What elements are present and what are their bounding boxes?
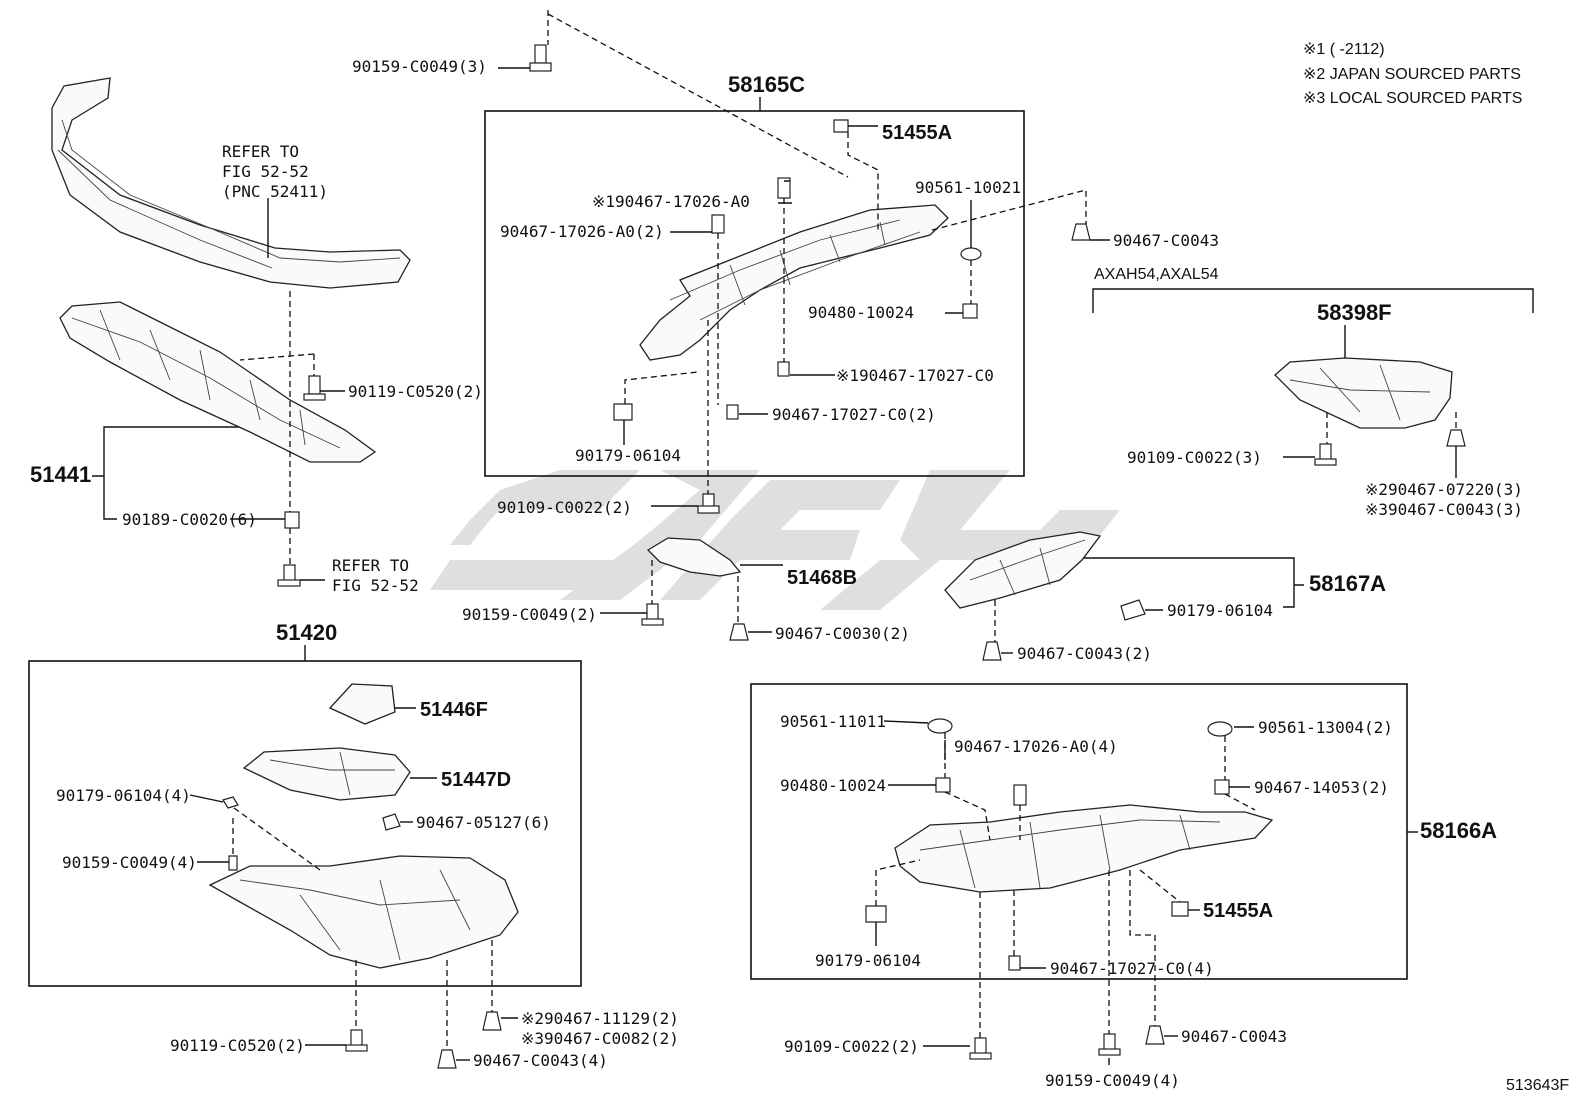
label-90467-05127: 90467-05127(6): [416, 813, 551, 832]
fasteners: [222, 44, 1466, 1069]
diagram-id: 513643F: [1506, 1077, 1569, 1094]
label-90561-13004: 90561-13004(2): [1258, 718, 1393, 737]
part-58165C-illustration: [639, 204, 949, 361]
variant-label: AXAH54,AXAL54: [1094, 266, 1219, 283]
label-90467-A0-2: 90467-17026-A0(2): [500, 222, 664, 241]
label-90480-10024-b: 90480-10024: [780, 776, 886, 795]
group-label-51441: 51441: [30, 462, 91, 487]
note-3: ※3 LOCAL SOURCED PARTS: [1303, 90, 1522, 107]
label-90467-C0-4: 90467-17027-C0(4): [1050, 959, 1214, 978]
group-box-58165C: [484, 110, 1025, 477]
label-90119-a: 90119-C0520(2): [348, 382, 483, 401]
part-51441-illustration: [59, 301, 377, 463]
label-refer-a: REFER TO: [222, 142, 299, 161]
label-90467-C0043-4: 90467-C0043(4): [473, 1051, 608, 1070]
leader-lines: [189, 10, 1457, 1065]
label-90119-b: 90119-C0520(2): [170, 1036, 305, 1055]
label-refer-c: (PNC 52411): [222, 182, 328, 201]
label-90179-b: 90179-06104: [1167, 601, 1273, 620]
label-refer2-a: REFER TO: [332, 556, 409, 575]
label-90109-b: 90109-C0022(3): [1127, 448, 1262, 467]
label-51447D: 51447D: [441, 769, 511, 791]
label-90467-A0-4: 90467-17026-A0(4): [954, 737, 1118, 756]
note-2: ※2 JAPAN SOURCED PARTS: [1303, 66, 1521, 83]
part-58166A-illustration: [894, 804, 1274, 893]
label-90467-C0030: 90467-C0030(2): [775, 624, 910, 643]
label-90467-C0043-r: 90467-C0043: [1113, 231, 1219, 250]
group-label-58398F: 58398F: [1317, 300, 1392, 325]
group-label-58165C: 58165C: [728, 72, 805, 97]
label-190467-C0: ※190467-17027-C0: [836, 366, 994, 385]
label-51468B: 51468B: [787, 567, 857, 589]
part-labels: 90159-C0049(3) REFER TO FIG 52-52 (PNC 5…: [56, 57, 1523, 1090]
label-90467-C0043-b: 90467-C0043: [1181, 1027, 1287, 1046]
group-label-58167A: 58167A: [1309, 571, 1386, 596]
label-90561-10021: 90561-10021: [915, 178, 1021, 197]
label-refer2-b: FIG 52-52: [332, 576, 419, 595]
part-58167A-illustration: [944, 531, 1102, 609]
label-190467-A0: ※190467-17026-A0: [592, 192, 750, 211]
label-90561-11011: 90561-11011: [780, 712, 886, 731]
group-label-51420: 51420: [276, 620, 337, 645]
label-90467-11129: ※290467-11129(2): [521, 1009, 679, 1028]
label-refer-b: FIG 52-52: [222, 162, 309, 181]
label-90480-10024-a: 90480-10024: [808, 303, 914, 322]
label-51455A-top: 51455A: [882, 122, 952, 144]
label-90467-07220: ※290467-07220(3): [1365, 480, 1523, 499]
label-90467-C0-2: 90467-17027-C0(2): [772, 405, 936, 424]
front-bumper-illustration: [51, 77, 411, 289]
label-51446F: 51446F: [420, 699, 488, 721]
part-51420-illustration: [208, 855, 519, 969]
part-51446F-illustration: [328, 683, 396, 725]
part-51447D-illustration: [242, 747, 411, 801]
label-90467-14053: 90467-14053(2): [1254, 778, 1389, 797]
label-90467-C0043-2: 90467-C0043(2): [1017, 644, 1152, 663]
part-58398F-illustration: [1274, 357, 1453, 429]
label-51455A-b: 51455A: [1203, 900, 1273, 922]
label-90179-d: 90179-06104: [815, 951, 921, 970]
label-90159-d: 90159-C0049(4): [1045, 1071, 1180, 1090]
label-90467-C0043-3: ※390467-C0043(3): [1365, 500, 1523, 519]
note-1: ※1 ( -2112): [1303, 41, 1385, 58]
label-90179-a: 90179-06104: [575, 446, 681, 465]
label-90467-C0082: ※390467-C0082(2): [521, 1029, 679, 1048]
label-90109-c: 90109-C0022(2): [784, 1037, 919, 1056]
label-90189: 90189-C0020(6): [122, 510, 257, 529]
label-90159-b: 90159-C0049(2): [462, 605, 597, 624]
label-90179-c: 90179-06104(4): [56, 786, 191, 805]
label-90159-c: 90159-C0049(4): [62, 853, 197, 872]
label-90109-a: 90109-C0022(2): [497, 498, 632, 517]
label-90159-C0049-3: 90159-C0049(3): [352, 57, 487, 76]
part-51468B-illustration: [646, 537, 742, 577]
group-label-58166A: 58166A: [1420, 818, 1497, 843]
notes-legend: ※1 ( -2112) ※2 JAPAN SOURCED PARTS ※3 LO…: [1303, 41, 1522, 107]
group-bracket-58398F: [1092, 288, 1534, 313]
